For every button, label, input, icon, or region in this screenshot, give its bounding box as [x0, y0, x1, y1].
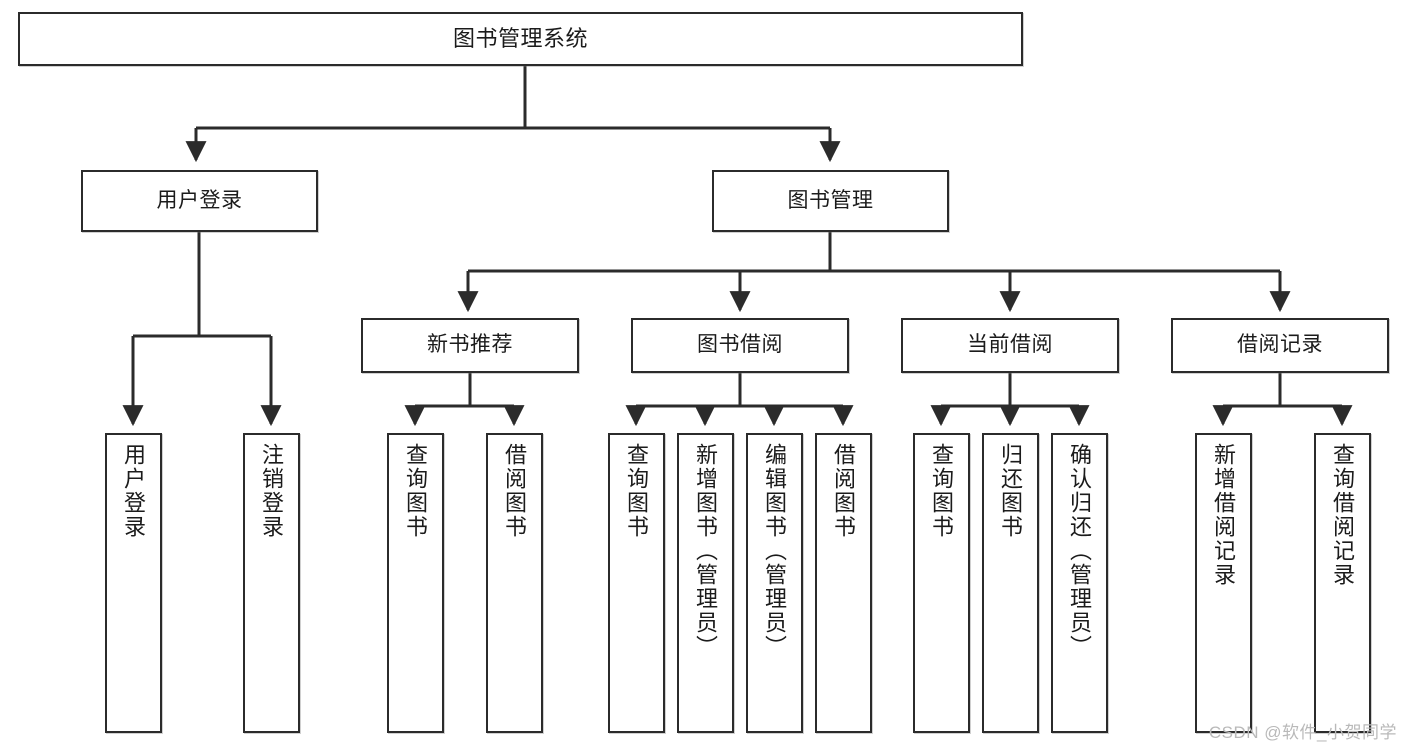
node-borrow-record[interactable]: 借阅记录: [1171, 318, 1389, 373]
node-leaf-query-book-2[interactable]: 查询图书: [608, 433, 665, 733]
node-leaf-query-book-1[interactable]: 查询图书: [387, 433, 444, 733]
node-user-login-label: 用户登录: [156, 188, 243, 212]
node-leaf-confirm-return-admin-label: 确认归还（管理员）: [1067, 443, 1093, 659]
node-book-borrow[interactable]: 图书借阅: [631, 318, 849, 373]
node-leaf-edit-book-admin[interactable]: 编辑图书（管理员）: [746, 433, 803, 733]
node-book-manage[interactable]: 图书管理: [712, 170, 949, 232]
node-leaf-logout-login-label: 注销登录: [259, 443, 285, 539]
node-user-login[interactable]: 用户登录: [81, 170, 318, 232]
node-root-label: 图书管理系统: [452, 26, 588, 52]
node-leaf-add-book-admin-label: 新增图书（管理员）: [693, 443, 719, 659]
node-borrow-record-label: 借阅记录: [1237, 333, 1323, 357]
node-book-manage-label: 图书管理: [787, 188, 874, 212]
node-leaf-add-borrow-record-label: 新增借阅记录: [1211, 443, 1237, 587]
node-leaf-query-borrow-record[interactable]: 查询借阅记录: [1314, 433, 1371, 733]
node-leaf-confirm-return-admin[interactable]: 确认归还（管理员）: [1051, 433, 1108, 733]
node-leaf-query-book-3-label: 查询图书: [929, 443, 955, 539]
node-leaf-borrow-book-2[interactable]: 借阅图书: [815, 433, 872, 733]
node-leaf-query-borrow-record-label: 查询借阅记录: [1330, 443, 1356, 587]
node-root[interactable]: 图书管理系统: [18, 12, 1023, 66]
watermark-text: CSDN @软件_小贺同学: [1208, 723, 1397, 742]
node-leaf-query-book-3[interactable]: 查询图书: [913, 433, 970, 733]
node-current-borrow[interactable]: 当前借阅: [901, 318, 1119, 373]
node-leaf-edit-book-admin-label: 编辑图书（管理员）: [762, 443, 788, 659]
node-book-borrow-label: 图书借阅: [697, 333, 783, 357]
node-leaf-logout-login[interactable]: 注销登录: [243, 433, 300, 733]
node-leaf-borrow-book-1-label: 借阅图书: [502, 443, 528, 539]
node-new-book-recommend[interactable]: 新书推荐: [361, 318, 579, 373]
node-leaf-add-borrow-record[interactable]: 新增借阅记录: [1195, 433, 1252, 733]
node-leaf-borrow-book-2-label: 借阅图书: [831, 443, 857, 539]
node-leaf-return-book[interactable]: 归还图书: [982, 433, 1039, 733]
node-leaf-add-book-admin[interactable]: 新增图书（管理员）: [677, 433, 734, 733]
node-leaf-borrow-book-1[interactable]: 借阅图书: [486, 433, 543, 733]
node-leaf-user-login[interactable]: 用户登录: [105, 433, 162, 733]
node-leaf-return-book-label: 归还图书: [998, 443, 1024, 539]
node-current-borrow-label: 当前借阅: [967, 333, 1053, 357]
node-new-book-recommend-label: 新书推荐: [427, 333, 513, 357]
node-leaf-query-book-2-label: 查询图书: [624, 443, 650, 539]
node-leaf-user-login-label: 用户登录: [121, 443, 147, 539]
node-leaf-query-book-1-label: 查询图书: [403, 443, 429, 539]
